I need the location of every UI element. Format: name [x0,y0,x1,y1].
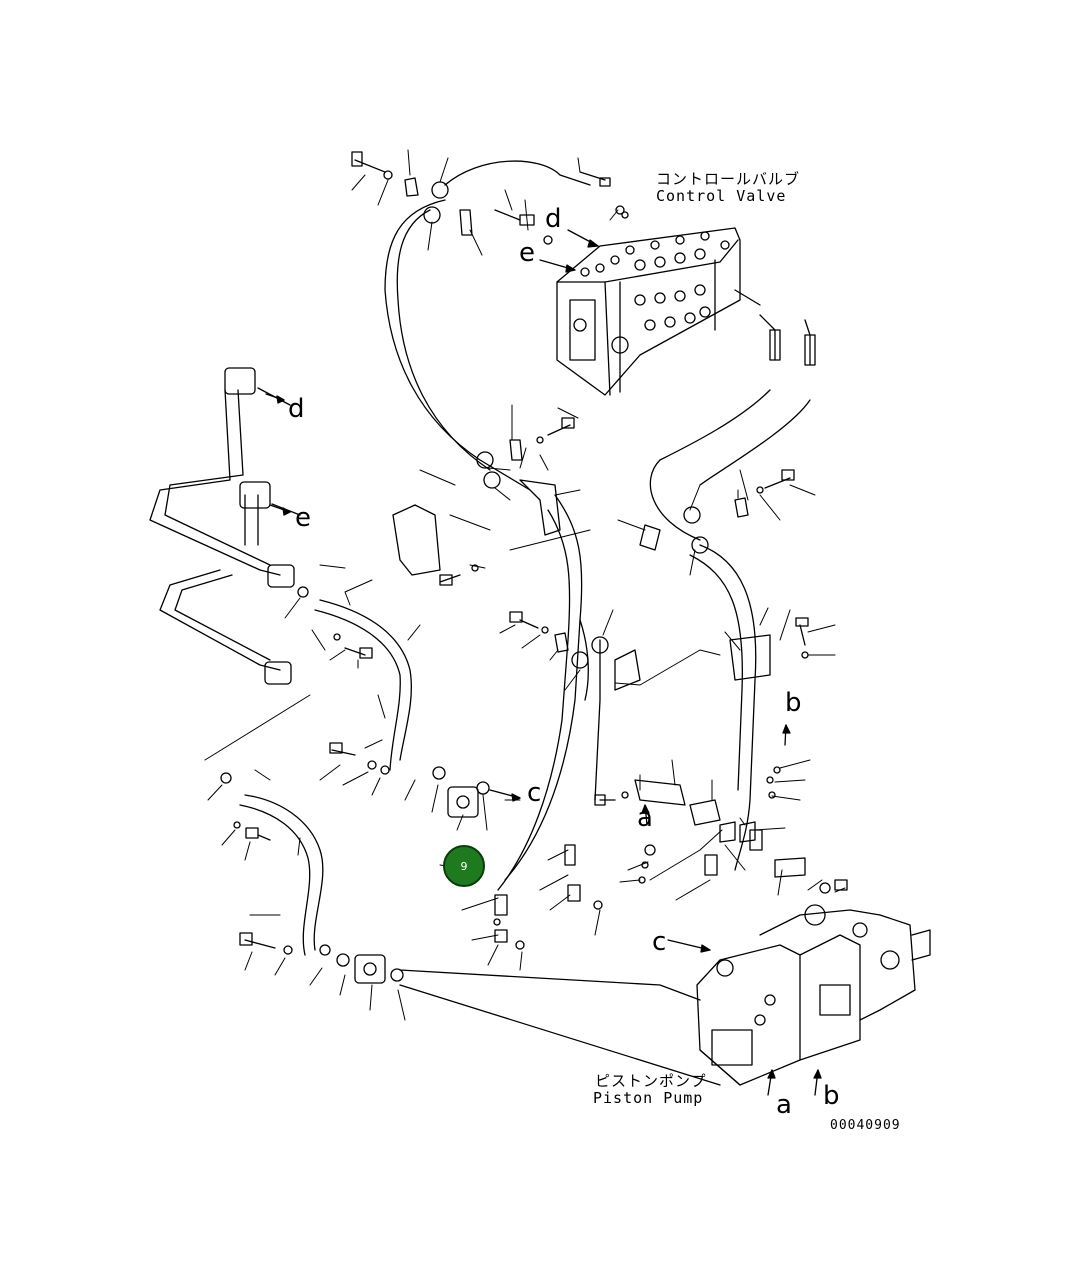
reference-arrows [265,229,822,1096]
control-valve-label-jp: コントロールバルブ [656,170,801,188]
ref-letter-e-valve: e [519,238,535,268]
hose-lines [384,160,811,891]
piston-pump-body [399,904,931,1086]
fasteners [220,151,848,982]
lower-left-hose [239,599,479,984]
drawing-number: 00040909 [830,1118,901,1133]
control-valve-body [556,227,816,396]
left-pipe-assembly [149,367,301,685]
part-callout-number: 9 [460,859,468,873]
ref-letter-a-mid: a [637,803,653,833]
control-valve-label-en: Control Valve [656,187,787,205]
ref-letter-b-pump: b [823,1081,840,1111]
brackets [392,209,806,878]
piston-pump-label-jp: ピストンポンプ [595,1072,707,1090]
part-callout-marker[interactable]: 9 [443,845,485,887]
piston-pump-label-en: Piston Pump [593,1089,704,1107]
ref-letter-d-left: d [288,394,305,424]
ref-letter-c-pump: c [652,927,667,957]
ref-letter-c-left: c [527,778,542,808]
ref-letter-d-valve: d [545,204,562,234]
ref-letter-b-mid: b [785,688,802,718]
leader-lines [204,149,846,1021]
ref-letter-e-left: e [295,503,311,533]
ref-letter-a-pump: a [776,1090,792,1120]
